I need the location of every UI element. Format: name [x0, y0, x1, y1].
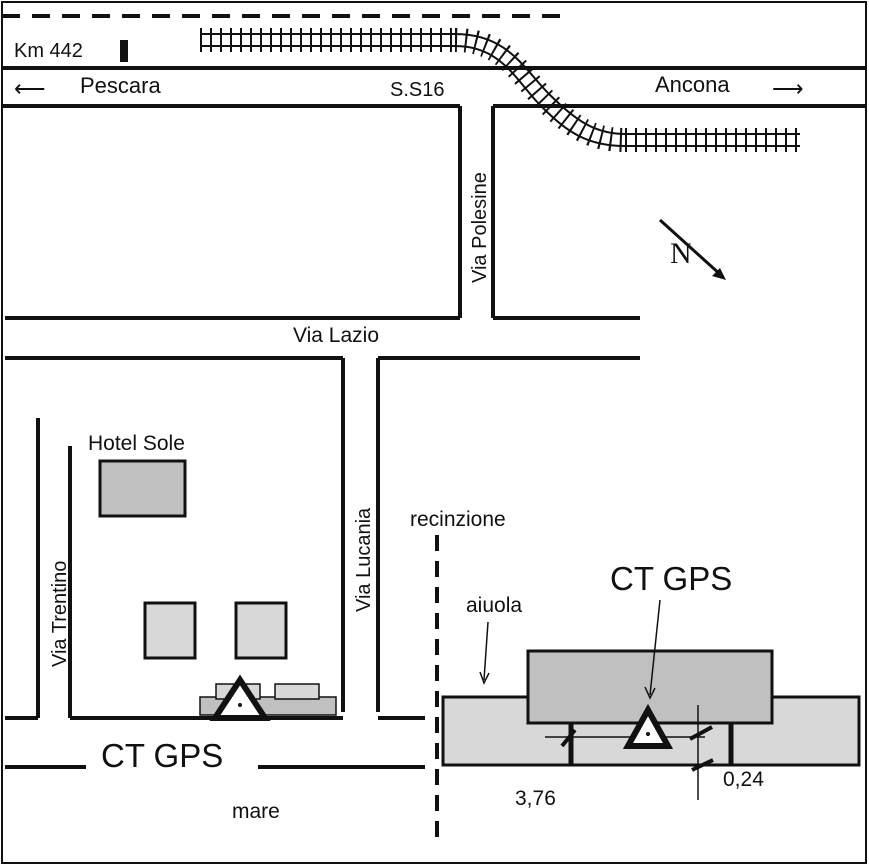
km-marker-icon	[120, 40, 128, 62]
via-lazio-label: Via Lazio	[293, 324, 379, 347]
north-arrow-icon: N	[658, 218, 726, 280]
km-marker-label: Km 442	[14, 40, 83, 62]
recinzione-label: recinzione	[410, 508, 506, 531]
pescara-label: Pescara	[80, 73, 161, 98]
distance-right-label: 0,24	[723, 768, 764, 791]
building-right	[234, 601, 288, 660]
measure-tick-right-upper	[689, 725, 713, 741]
mare-label: mare	[232, 800, 280, 823]
ancona-label: Ancona	[655, 72, 730, 97]
via-trentino-label: Via Trentino	[49, 561, 71, 667]
ct-gps-detail-label: CT GPS	[610, 560, 732, 597]
base-structure-block-right	[274, 683, 320, 700]
hotel-sole-label: Hotel Sole	[88, 432, 185, 455]
north-label: N	[670, 237, 692, 270]
railway-curve	[454, 28, 626, 152]
measure-tick-right-lower	[691, 758, 714, 772]
hotel-sole-building	[98, 459, 187, 518]
right-arrow-icon: ⟶	[772, 76, 804, 101]
ct-gps-street-label: CT GPS	[101, 737, 223, 774]
aiuola-label: aiuola	[466, 594, 522, 617]
left-arrow-icon: ⟵	[14, 76, 46, 101]
aiuola-pointer	[483, 621, 489, 681]
ct-gps-pointer	[649, 599, 661, 696]
distance-left-label: 3,76	[515, 787, 556, 810]
highway-label: S.S16	[390, 79, 444, 101]
survey-triangle-detail-icon	[622, 703, 674, 749]
measure-tick-left	[560, 728, 577, 748]
via-lucania-label: Via Lucania	[353, 507, 375, 612]
via-polesine-label: Via Polesine	[469, 172, 491, 283]
building-left	[143, 601, 197, 660]
